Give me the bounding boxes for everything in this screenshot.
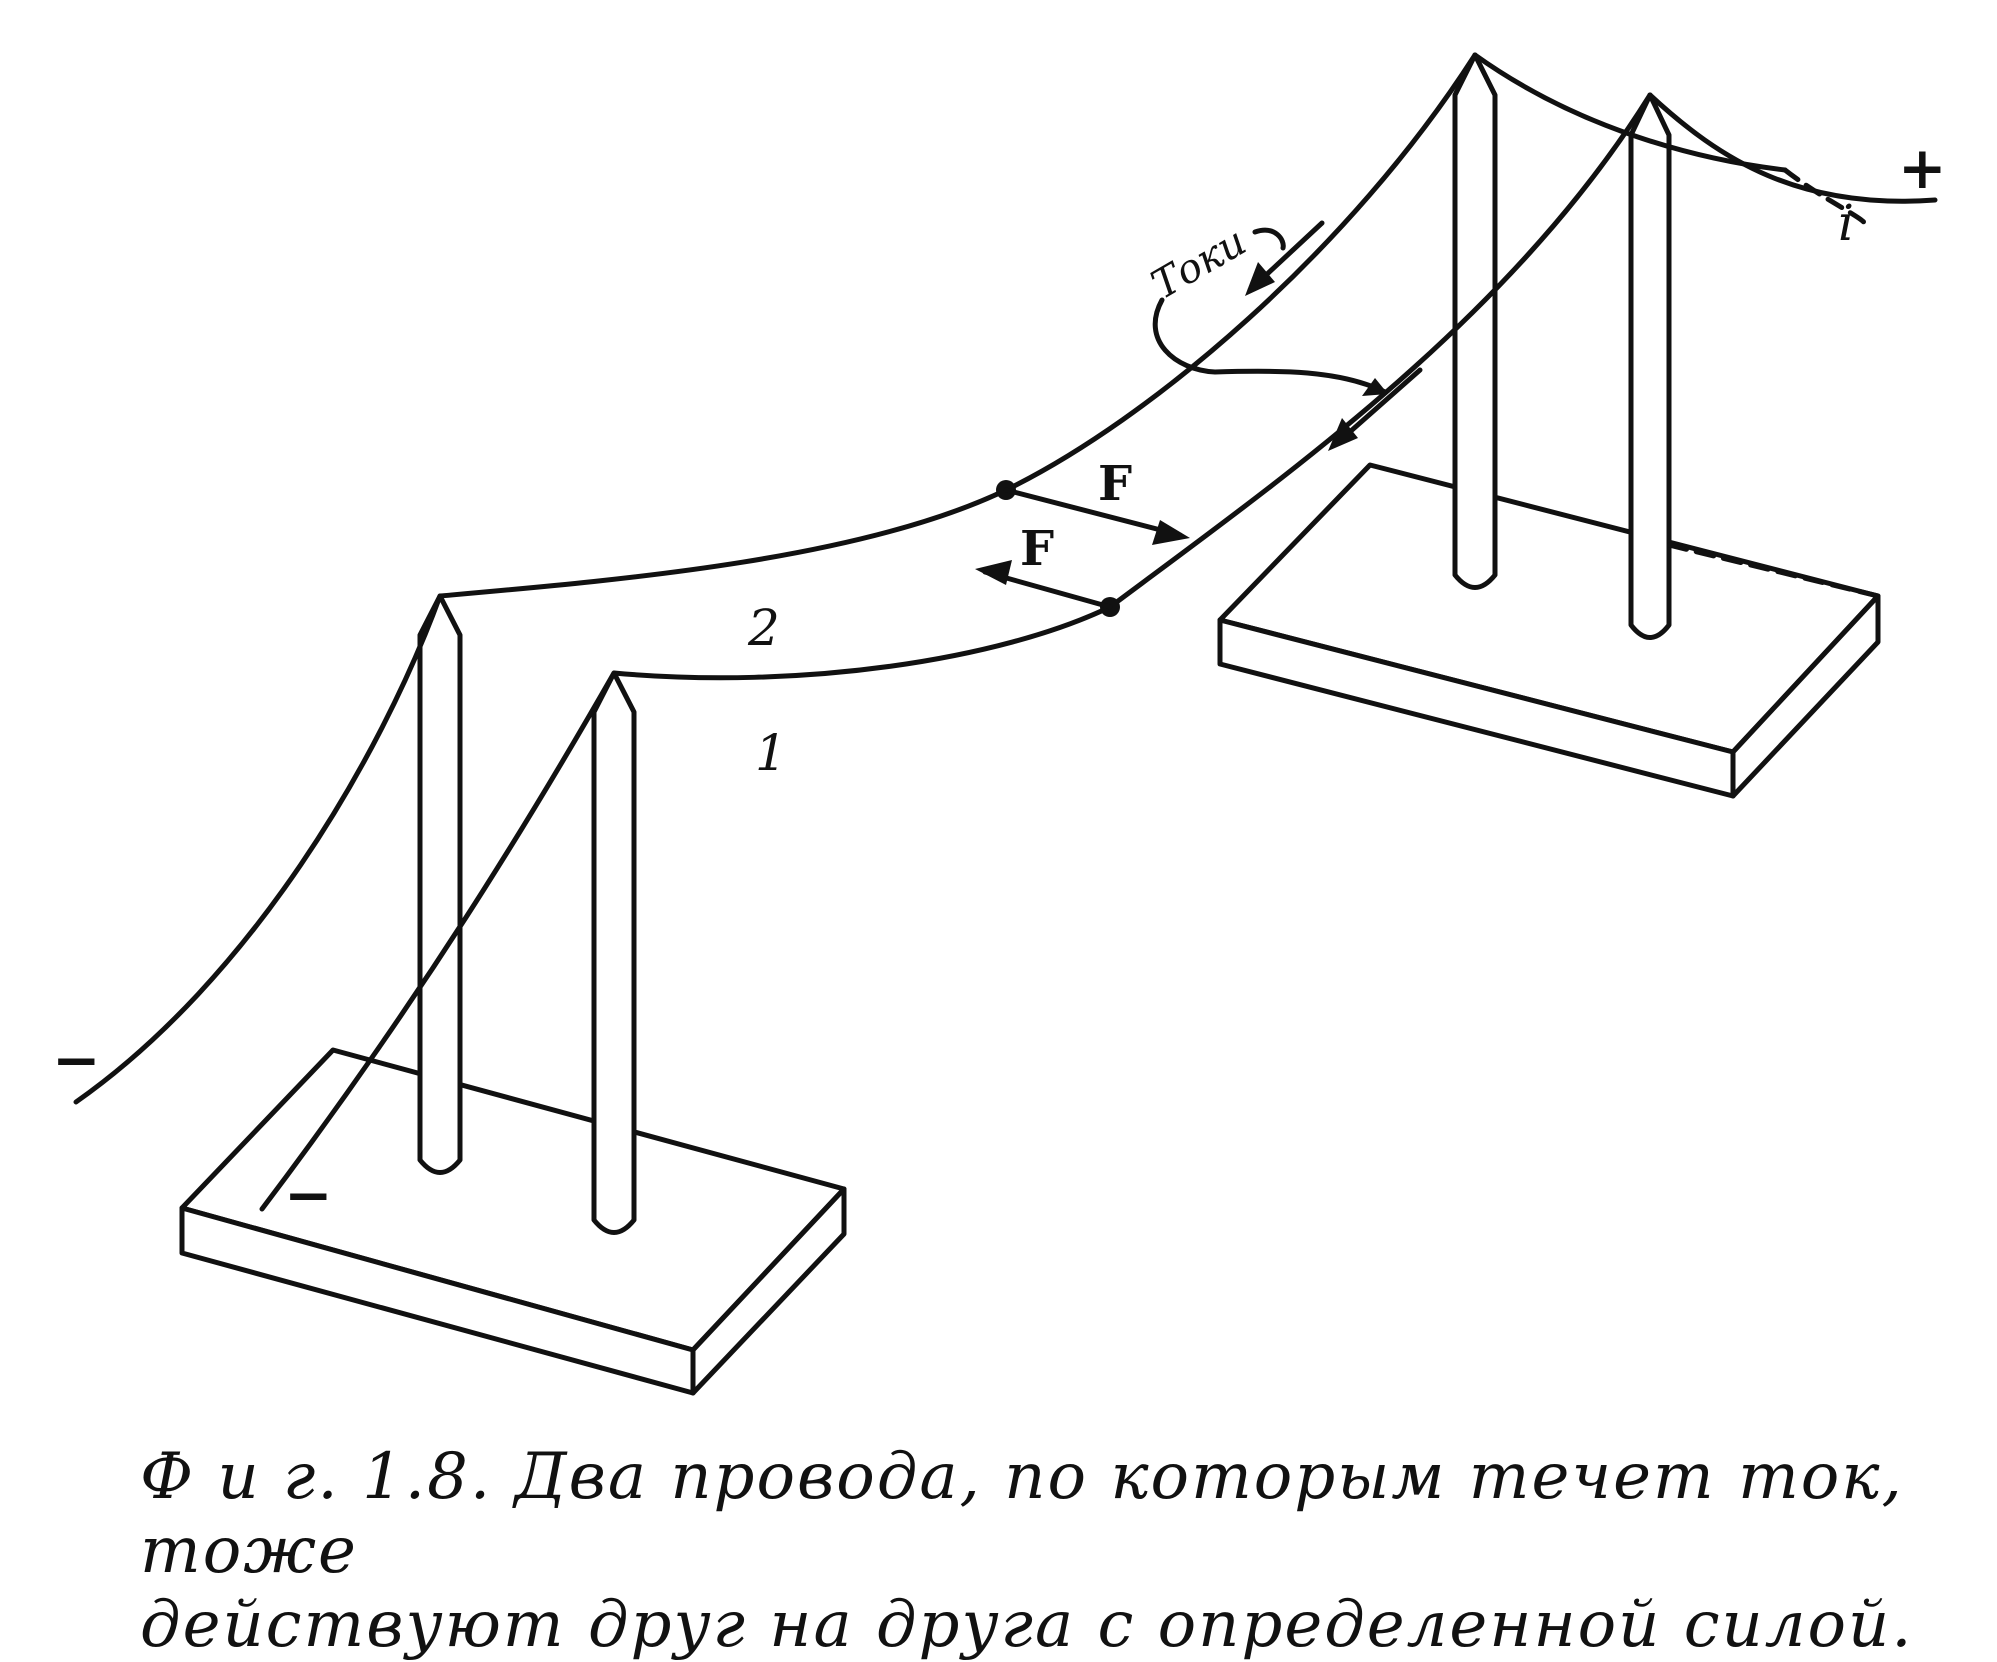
currents-leader <box>1152 297 1388 395</box>
wire-2 <box>73 52 1478 1105</box>
currents-label: Токи <box>1144 219 1254 309</box>
two-wires-diagram: F F 2 1 Токи i + − − <box>52 52 1947 1396</box>
caption-line-2: действуют друг на друга с определенной с… <box>140 1588 1914 1662</box>
force-label-upper: F <box>1098 456 1132 512</box>
right-post-back <box>1452 52 1498 590</box>
left-base <box>179 1047 847 1396</box>
wire-1-right-tail <box>1647 92 1938 204</box>
hidden-edge <box>1666 542 1881 599</box>
force-arrow-upper <box>1003 487 1190 545</box>
minus-terminal-upper: − <box>52 1026 101 1094</box>
left-post-back <box>417 593 463 1175</box>
force-arrow-lower <box>975 560 1113 610</box>
force-label-lower: F <box>1020 521 1054 577</box>
current-arrow-wire-1 <box>1328 367 1423 451</box>
wire-label-2: 2 <box>747 599 780 657</box>
minus-terminal-lower: − <box>284 1161 333 1229</box>
currents-leader-head <box>1362 378 1388 396</box>
left-post-front <box>591 670 637 1235</box>
dashed-lead <box>1782 167 1868 228</box>
current-symbol: i <box>1838 194 1854 252</box>
wire-label-1: 1 <box>755 724 787 782</box>
caption-line-1: Ф и г. 1.8. Два провода, по которым тече… <box>140 1440 1904 1588</box>
right-post-front <box>1628 92 1672 640</box>
plus-terminal: + <box>1898 134 1947 202</box>
right-base <box>1217 462 1881 799</box>
wire-1 <box>259 92 1653 1212</box>
currents-hook <box>1252 227 1286 251</box>
figure-caption: Ф и г. 1.8. Два провода, по которым тече… <box>140 1440 1960 1662</box>
current-arrow-wire-2 <box>1245 220 1325 296</box>
